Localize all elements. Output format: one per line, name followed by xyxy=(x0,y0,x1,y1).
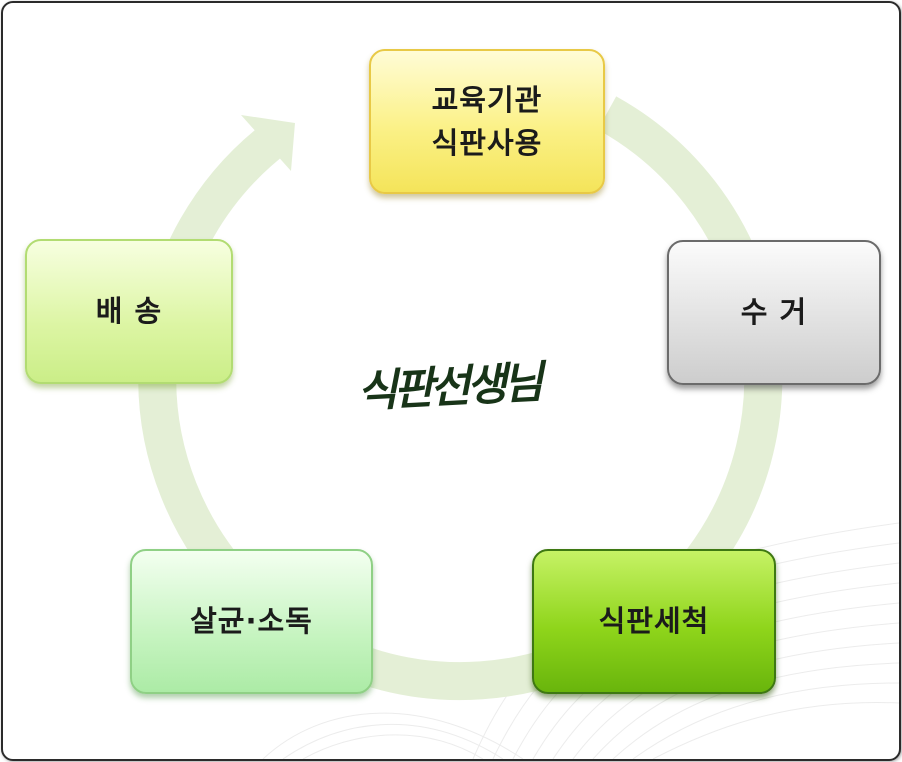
step-deliver-label: 배 송 xyxy=(95,294,163,329)
step-deliver: 배 송 xyxy=(25,239,233,384)
step-collect-label: 수 거 xyxy=(740,295,808,330)
step-wash-label: 식판세척 xyxy=(598,604,710,639)
step-edu-tray-use: 교육기관 식판사용 xyxy=(369,49,605,194)
step-edu-line-2: 식판사용 xyxy=(431,125,543,160)
step-collect: 수 거 xyxy=(667,240,881,385)
brand-title-handwritten: 식판선생님 xyxy=(355,357,541,418)
step-tray-wash: 식판세척 xyxy=(532,549,776,694)
cycle-arrow-head xyxy=(241,115,295,171)
step-sterilize: 살균·소독 xyxy=(130,549,373,694)
step-edu-line-1: 교육기관 xyxy=(431,83,543,118)
step-sterilize-label: 살균·소독 xyxy=(190,604,313,639)
